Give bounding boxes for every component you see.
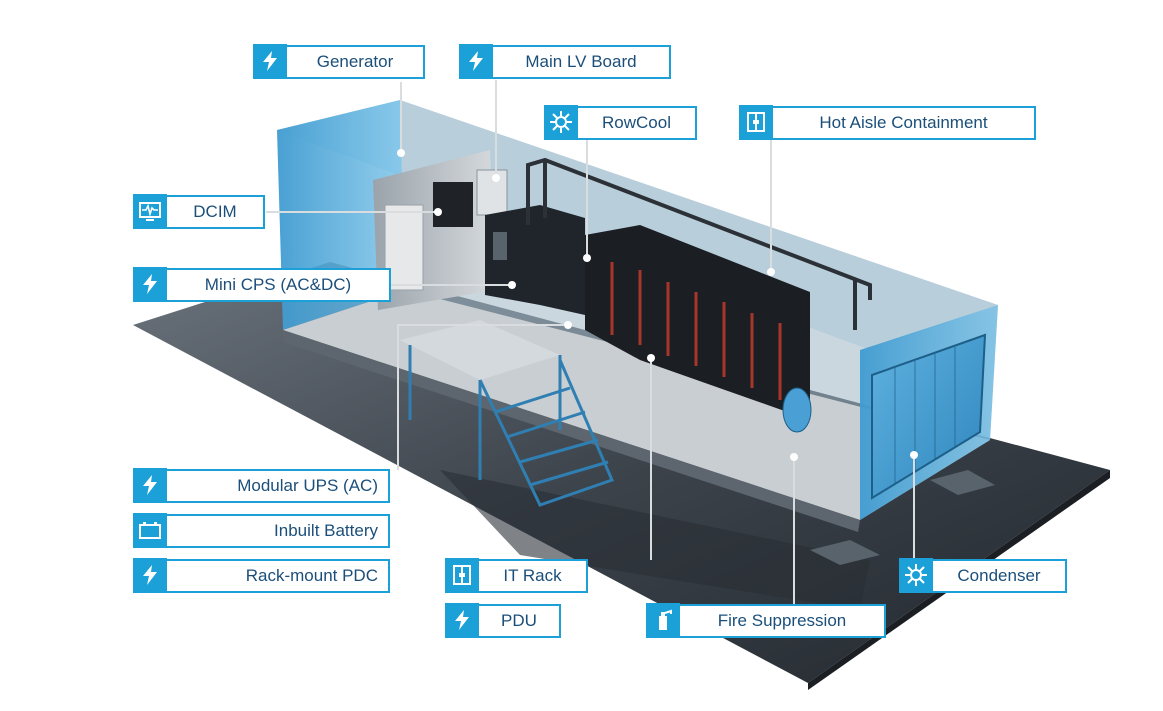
callout-pdu: PDU [445,603,561,638]
leader-end-dots [397,149,918,461]
mini-cps-screen [493,232,507,260]
callout-condenser: Condenser [899,558,1067,593]
utility-room-door [384,204,424,291]
platform-deck [400,320,560,380]
callout-pdu-label: PDU [501,611,537,630]
callout-main-lv-board-label: Main LV Board [525,52,637,71]
callout-inbuilt-battery-label: Inbuilt Battery [274,521,378,540]
lightning-icon [459,44,493,78]
callout-mini-cps: Mini CPS (AC&DC) [133,267,391,302]
callout-dcim: DCIM [133,194,265,229]
fire-suppression-tank [782,387,812,433]
ground-slab-shadow [440,470,870,610]
callout-generator: Generator [253,44,425,79]
dcim-cabinet [433,182,473,227]
callout-rack-mount-pdc: Rack-mount PDC [133,558,390,593]
callout-it-rack: IT Rack [445,558,588,593]
callout-fire-suppression-label: Fire Suppression [717,611,847,630]
lightning-icon [445,603,479,637]
stairs [408,345,615,507]
callout-modular-ups-label: Modular UPS (AC) [237,476,378,495]
callout-modular-ups: Modular UPS (AC) [133,468,390,503]
lightning-icon [133,558,167,592]
lightning-icon [253,44,287,78]
callout-condenser-label: Condenser [957,566,1041,585]
rack-door-icon [445,558,479,592]
callout-dcim-label: DCIM [193,202,237,221]
lightning-icon [133,267,167,301]
lightning-icon [133,468,167,502]
callout-fire-suppression: Fire Suppression [646,603,886,638]
callout-generator-label: Generator [316,52,394,71]
callout-hot-aisle-containment: Hot Aisle Containment [739,105,1036,140]
callout-rowcool-label: RowCool [602,113,671,132]
monitor-waveform-icon [133,194,167,228]
hot-aisle-frame [526,157,872,330]
callout-rack-mount-pdc-label: Rack-mount PDC [245,566,378,585]
fire-extinguisher-icon [646,603,680,637]
container-floor-edge [283,330,860,532]
lv-board-cabinet [476,169,508,216]
condenser-unit [871,333,987,500]
callout-main-lv-board: Main LV Board [459,44,671,79]
callout-it-rack-label: IT Rack [503,566,562,585]
callout-rowcool: RowCool [544,105,697,140]
callout-hot-aisle-containment-label: Hot Aisle Containment [819,113,988,132]
callout-inbuilt-battery: Inbuilt Battery [133,513,390,548]
rack-door-icon [739,105,773,139]
rack-led-strips [610,262,782,400]
battery-icon [133,513,167,547]
support-legs [810,470,995,565]
snowflake-gear-icon [544,105,578,139]
callout-mini-cps-label: Mini CPS (AC&DC) [204,275,352,294]
snowflake-gear-icon [899,558,933,592]
callout-leader-lines [266,80,915,605]
